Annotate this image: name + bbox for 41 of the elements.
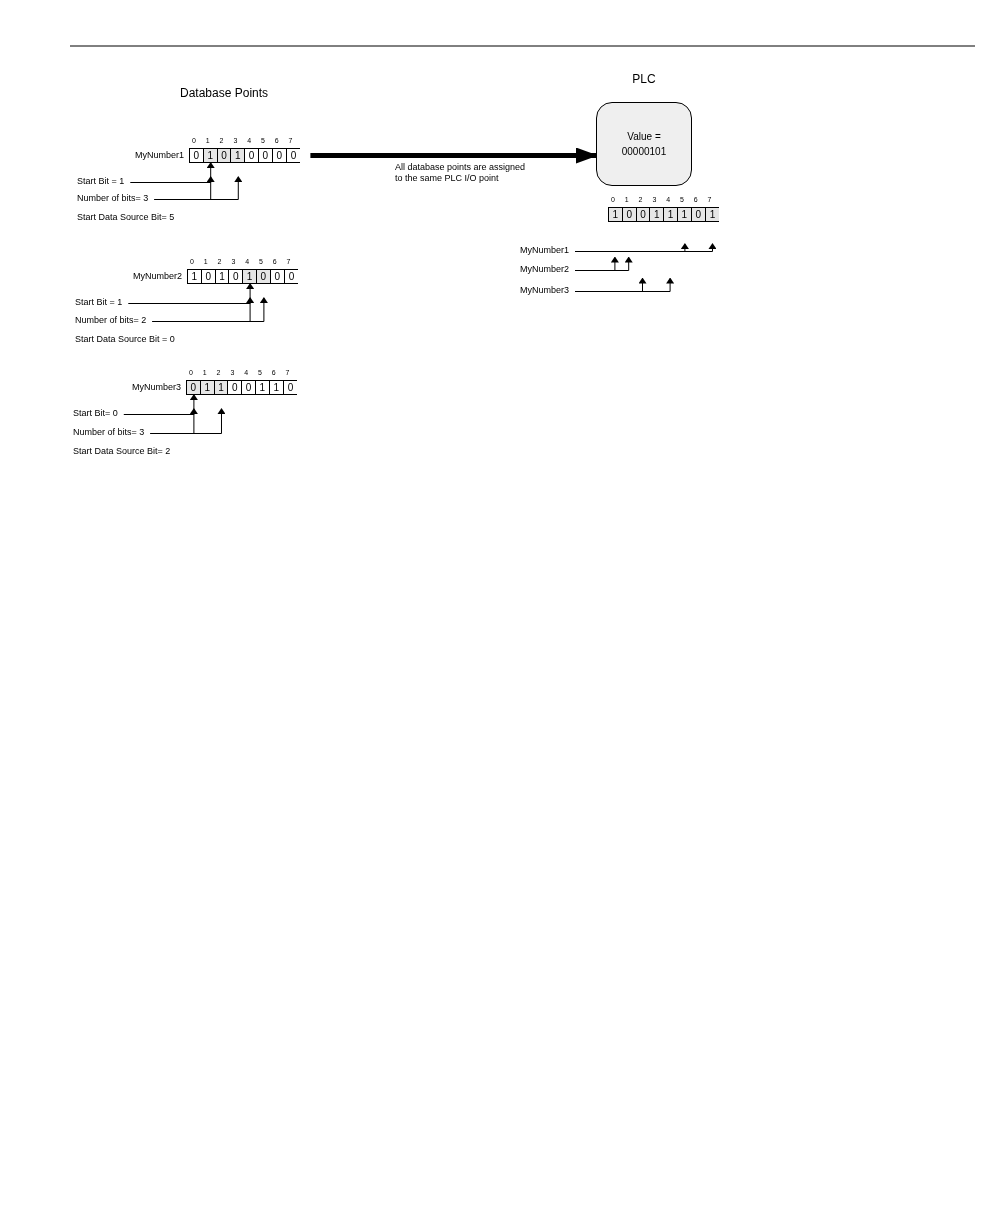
note-text: Start Data Source Bit = 0	[75, 334, 175, 345]
leader-line	[149, 408, 226, 434]
bit-cell: 1	[664, 208, 678, 221]
bit-cell: 1	[243, 270, 257, 283]
leader-line	[574, 243, 717, 252]
leader-line	[574, 277, 675, 292]
leader-label: Start Bit= 0	[73, 408, 118, 419]
bit-cell: 1	[231, 149, 246, 162]
bit-register	[608, 207, 720, 222]
note-text: Start Data Source Bit= 2	[73, 446, 171, 457]
heading: PLC	[631, 72, 657, 86]
bit-cell: 1	[678, 208, 692, 221]
bit-register	[189, 148, 301, 163]
bit-cell: 0	[190, 149, 204, 162]
leader-line	[127, 283, 255, 304]
bit-cell: 0	[259, 149, 273, 162]
bit-cell: 0	[257, 270, 271, 283]
bit-register	[186, 380, 298, 395]
leader-line	[153, 176, 243, 200]
bit-cell: 0	[187, 381, 201, 394]
register-name: MyNumber3	[132, 382, 181, 393]
leader-label: Number of bits= 3	[73, 427, 145, 438]
bit-cell: 1	[609, 208, 623, 221]
leader-line	[129, 162, 215, 183]
register-name: MyNumber1	[135, 150, 184, 161]
leader-label: Start Bit = 1	[75, 297, 123, 308]
leader-label: Number of bits= 2	[75, 315, 147, 326]
leader-label: MyNumber2	[520, 264, 569, 275]
leader-label: MyNumber1	[520, 245, 569, 256]
note-text: Start Data Source Bit= 5	[77, 212, 175, 223]
bit-register	[187, 269, 299, 284]
bit-cell: 1	[650, 208, 665, 221]
arrow	[310, 147, 598, 164]
register-name: MyNumber2	[133, 271, 182, 282]
leader-label: Start Bit = 1	[77, 176, 125, 187]
group-heading: Database Points	[180, 86, 269, 100]
leader-line	[123, 394, 198, 415]
leader-line	[574, 256, 633, 271]
leader-label: Number of bits= 3	[77, 193, 149, 204]
leader-label: MyNumber3	[520, 285, 569, 296]
value-text: Value = 00000101	[620, 130, 668, 159]
